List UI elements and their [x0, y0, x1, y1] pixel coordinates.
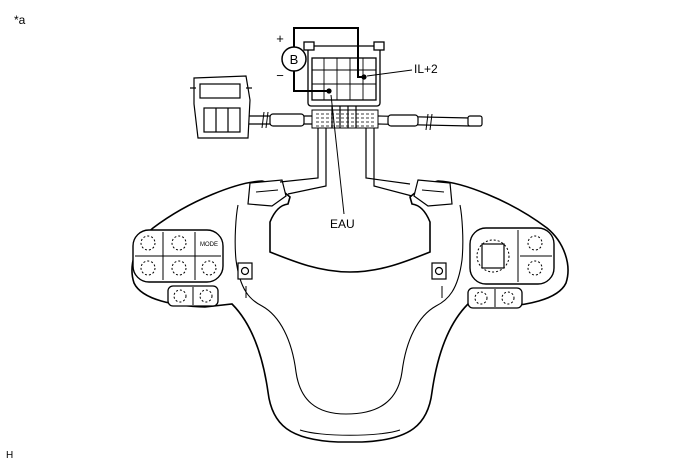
corner-mark: *a	[14, 13, 26, 27]
spiral-cable-connector	[190, 75, 252, 139]
battery-letter: B	[290, 52, 299, 67]
right-steering-switch	[467, 227, 555, 309]
battery-minus-sign: −	[276, 68, 284, 83]
left-steering-switch: MODE	[132, 229, 224, 307]
main-connector	[303, 41, 385, 107]
battery-circuit	[281, 27, 367, 94]
battery-icon	[281, 46, 307, 72]
il2-terminal-label: IL+2	[414, 62, 438, 76]
mode-button-label: MODE	[200, 242, 218, 248]
leader-lines	[330, 69, 413, 215]
battery-plus-sign: +	[276, 31, 284, 46]
sub-harness	[240, 104, 483, 197]
eau-terminal-label: EAU	[330, 217, 355, 231]
footer-code: H	[6, 450, 13, 461]
